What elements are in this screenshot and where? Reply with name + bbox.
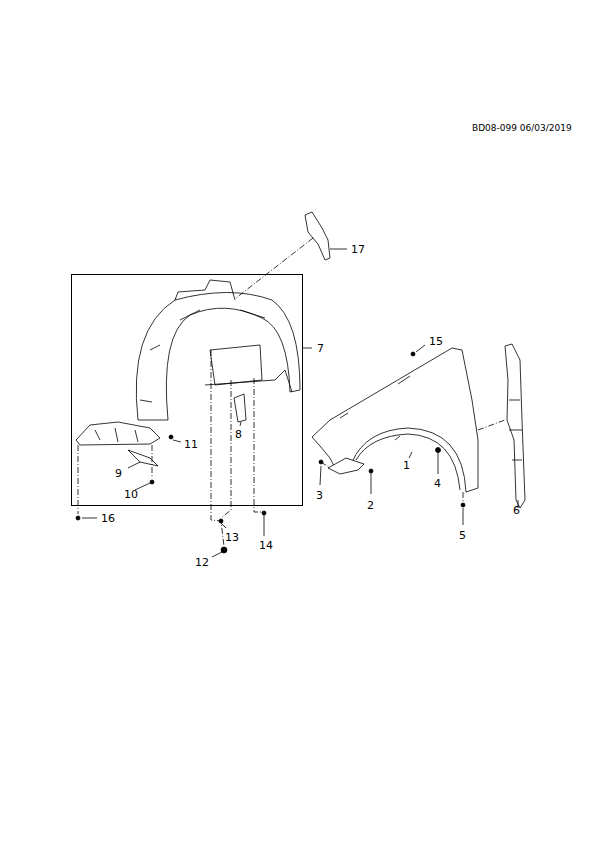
callout-number: 14 <box>259 539 273 552</box>
callout-number: 2 <box>367 499 374 512</box>
assembly-frame: 7 <box>71 274 303 506</box>
callout-number: 1 <box>403 459 410 472</box>
callout-number: 11 <box>184 438 198 451</box>
callout-number: 17 <box>351 243 365 256</box>
callout-number: 9 <box>115 467 122 480</box>
callout-number: 15 <box>429 335 443 348</box>
callout-number: 3 <box>316 489 323 502</box>
callout-number: 4 <box>434 477 441 490</box>
callout-number: 12 <box>195 556 209 569</box>
callout-number: 7 <box>317 342 324 355</box>
callout-number: 5 <box>459 529 466 542</box>
callout-number: 10 <box>124 488 138 501</box>
callout-number: 13 <box>225 531 239 544</box>
callout-number: 16 <box>101 512 115 525</box>
callout-number: 8 <box>235 428 242 441</box>
callout-number: 6 <box>513 504 520 517</box>
drawing-reference: BD08-099 06/03/2019 <box>472 122 572 135</box>
